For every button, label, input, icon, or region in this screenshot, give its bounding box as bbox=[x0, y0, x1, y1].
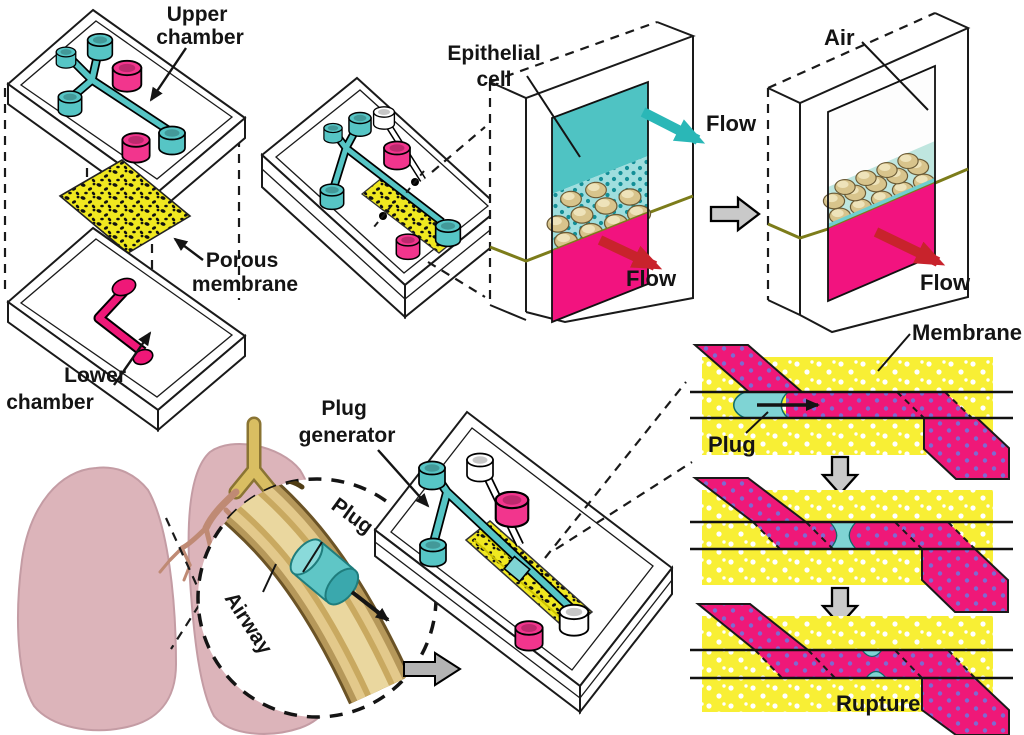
stage-arrow-lungs bbox=[403, 651, 462, 687]
upper-port bbox=[86, 33, 114, 62]
panel-plug-thinning bbox=[690, 477, 1013, 613]
device-port-pink bbox=[395, 233, 421, 261]
epithelial-cell-pointer bbox=[526, 75, 581, 158]
channel-liquid bbox=[755, 650, 975, 678]
plug-zoom-pointer bbox=[302, 541, 323, 573]
channel-walls bbox=[690, 648, 1013, 680]
flow-air-stage-label: Flow bbox=[920, 270, 971, 295]
rupture-label: Rupture bbox=[836, 691, 920, 716]
device-port bbox=[319, 183, 345, 211]
plug-generator-device: Plug generator bbox=[299, 381, 693, 715]
porous-membrane-sheet bbox=[58, 159, 192, 254]
zoom-source-wedge bbox=[164, 517, 205, 650]
liquid-film-line bbox=[827, 178, 936, 228]
generator-port-pink bbox=[494, 490, 530, 528]
panel-plug-rupture: Rupture bbox=[690, 603, 1013, 735]
device-port-empty bbox=[372, 106, 396, 130]
lower-chamber-label: Lower chamber bbox=[6, 364, 132, 414]
membrane-pointer bbox=[877, 333, 911, 372]
upper-port bbox=[55, 46, 77, 69]
membrane-edge-line bbox=[489, 194, 694, 263]
plug-generator-label: Plug generator bbox=[299, 397, 396, 447]
flow-arrow-basal bbox=[873, 227, 946, 267]
airway-pointer bbox=[262, 563, 277, 593]
device-port-pink bbox=[383, 140, 411, 171]
device-port bbox=[323, 122, 343, 144]
lower-slab bbox=[6, 226, 247, 433]
lower-port-through bbox=[121, 132, 151, 164]
lower-port-through bbox=[111, 59, 143, 93]
assembled-device bbox=[260, 76, 502, 320]
down-arrow-1 bbox=[820, 455, 860, 496]
flow-apical-label: Flow bbox=[706, 111, 757, 136]
flow-basal-label: Flow bbox=[626, 266, 677, 291]
generator-port-empty bbox=[558, 603, 590, 637]
upper-port bbox=[158, 125, 186, 156]
plug-sequence-panels: Plug Rupture Membrane bbox=[690, 320, 1022, 735]
lower-channel bbox=[93, 277, 154, 366]
channel-walls bbox=[690, 390, 1013, 420]
porous-membrane-arrow bbox=[173, 237, 204, 261]
device-port bbox=[434, 219, 462, 248]
channel-liquid bbox=[786, 392, 972, 418]
air-label: Air bbox=[824, 25, 855, 50]
stage-arrow-right bbox=[709, 195, 761, 233]
generator-port-empty bbox=[466, 452, 494, 483]
panel-plug-formed: Plug bbox=[690, 344, 1013, 480]
cross-section-air: Air Flow bbox=[766, 11, 971, 334]
upper-chamber-arrow bbox=[149, 47, 187, 102]
air-pointer bbox=[861, 41, 929, 111]
lower-chamber-arrow bbox=[113, 331, 152, 386]
generator-port bbox=[418, 460, 446, 491]
epithelial-cell-label: Epithelial cell bbox=[447, 42, 546, 91]
upper-channel-liquid bbox=[552, 82, 648, 194]
plug-pointer bbox=[745, 411, 769, 434]
plug-generator-arrow bbox=[377, 449, 430, 508]
flow-arrow-basal bbox=[597, 235, 663, 271]
cross-section-perfusion: Flow Flow Epithelial cell bbox=[447, 20, 757, 324]
lower-channel-liquid bbox=[552, 213, 648, 322]
porous-membrane-label: Porous membrane bbox=[192, 249, 298, 296]
membrane-edge-line bbox=[767, 167, 969, 240]
generator-port-pink bbox=[514, 620, 544, 652]
liquid-plug-3d bbox=[289, 538, 360, 606]
plug-in-channel bbox=[503, 555, 531, 583]
plug-motion-arrow bbox=[350, 590, 390, 622]
upper-channel-network bbox=[64, 43, 171, 134]
air-space bbox=[828, 66, 935, 187]
plug-channel-label: Plug bbox=[708, 432, 756, 457]
magnification-connectors bbox=[544, 381, 693, 559]
membrane-label: Membrane bbox=[912, 320, 1022, 345]
upper-port bbox=[57, 90, 83, 118]
down-arrow-2 bbox=[820, 586, 860, 627]
channel-walls bbox=[690, 520, 1013, 551]
flow-arrow-apical bbox=[640, 107, 706, 145]
lower-channel-liquid bbox=[828, 183, 935, 301]
channel-liquid bbox=[753, 522, 975, 549]
valve-dashes bbox=[373, 170, 425, 228]
left-lung bbox=[17, 466, 178, 732]
exploded-device: Upper chamber Porous membrane Lower cham… bbox=[3, 3, 298, 433]
upper-chamber-label: Upper chamber bbox=[156, 3, 244, 49]
generator-port bbox=[419, 537, 447, 568]
device-port bbox=[348, 111, 372, 137]
magnification-connectors bbox=[427, 126, 486, 298]
